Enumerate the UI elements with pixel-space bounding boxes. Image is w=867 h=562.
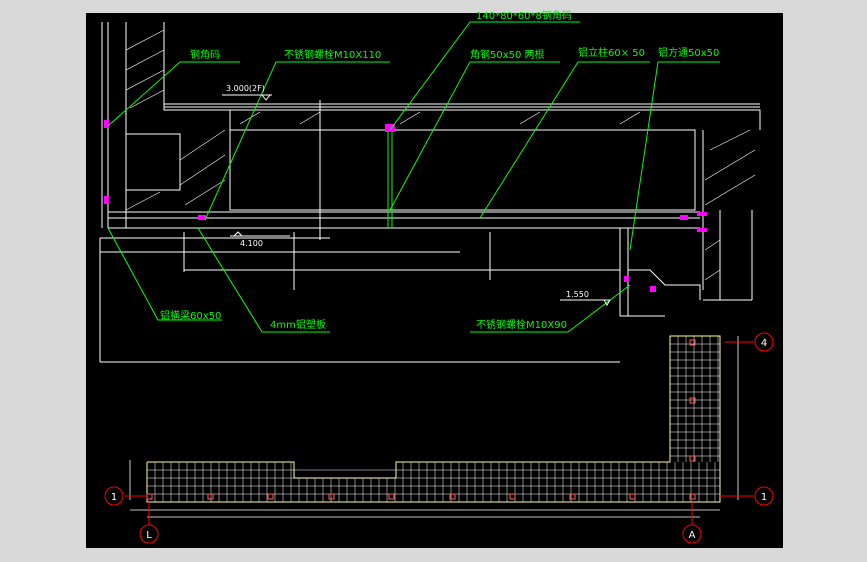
- axis-bubbles: [104, 332, 774, 544]
- elevation-2f: 3.000(2F): [226, 84, 265, 93]
- label-bolt-bottom: 不锈钢螺栓M10X90: [476, 318, 567, 331]
- axis-bubble-l: [139, 524, 159, 544]
- axis-bubble-1-right: [754, 486, 774, 506]
- label-angle-code-spec: 140*80*60*8钢角码: [476, 9, 572, 22]
- plan-anchors: [146, 339, 696, 500]
- label-alu-panel: 4mm铝塑板: [270, 318, 326, 331]
- label-steel-angle-code: 钢角码: [190, 48, 220, 61]
- elevation-1550: 1.550: [566, 290, 589, 299]
- axis-bubble-1-left: [104, 486, 124, 506]
- axis-bubble-a: [682, 524, 702, 544]
- plan-grid: [147, 336, 720, 502]
- section-view: [99, 22, 761, 363]
- annotations: 钢角码 不锈钢螺栓M10X110 140*80*60*8钢角码 角钢50x50 …: [160, 9, 719, 331]
- axis-bubble-4: [754, 332, 774, 352]
- elevation-4100: 4.100: [240, 239, 263, 248]
- axis-label-1-right: 1: [761, 492, 767, 503]
- label-alu-beam: 铝横梁60x50: [160, 309, 221, 322]
- hatching: [125, 29, 756, 281]
- axis-label-l: L: [146, 530, 152, 541]
- elevation-markers: [222, 94, 611, 306]
- axis-label-4: 4: [761, 338, 767, 349]
- drawing-area: [86, 13, 783, 548]
- label-angle-steel: 角钢50x50 两根: [470, 48, 545, 61]
- label-alu-post: 铝立柱60× 50: [578, 46, 645, 59]
- label-alu-square-tube: 铝方通50x50: [658, 46, 719, 59]
- plan-outline: [146, 335, 721, 503]
- axis-label-a: A: [689, 530, 696, 541]
- axis-label-1-left: 1: [111, 492, 117, 503]
- fixing-marks: [104, 120, 707, 292]
- label-bolt-top: 不锈钢螺栓M10X110: [284, 48, 381, 61]
- plan-dimensions: [129, 336, 739, 518]
